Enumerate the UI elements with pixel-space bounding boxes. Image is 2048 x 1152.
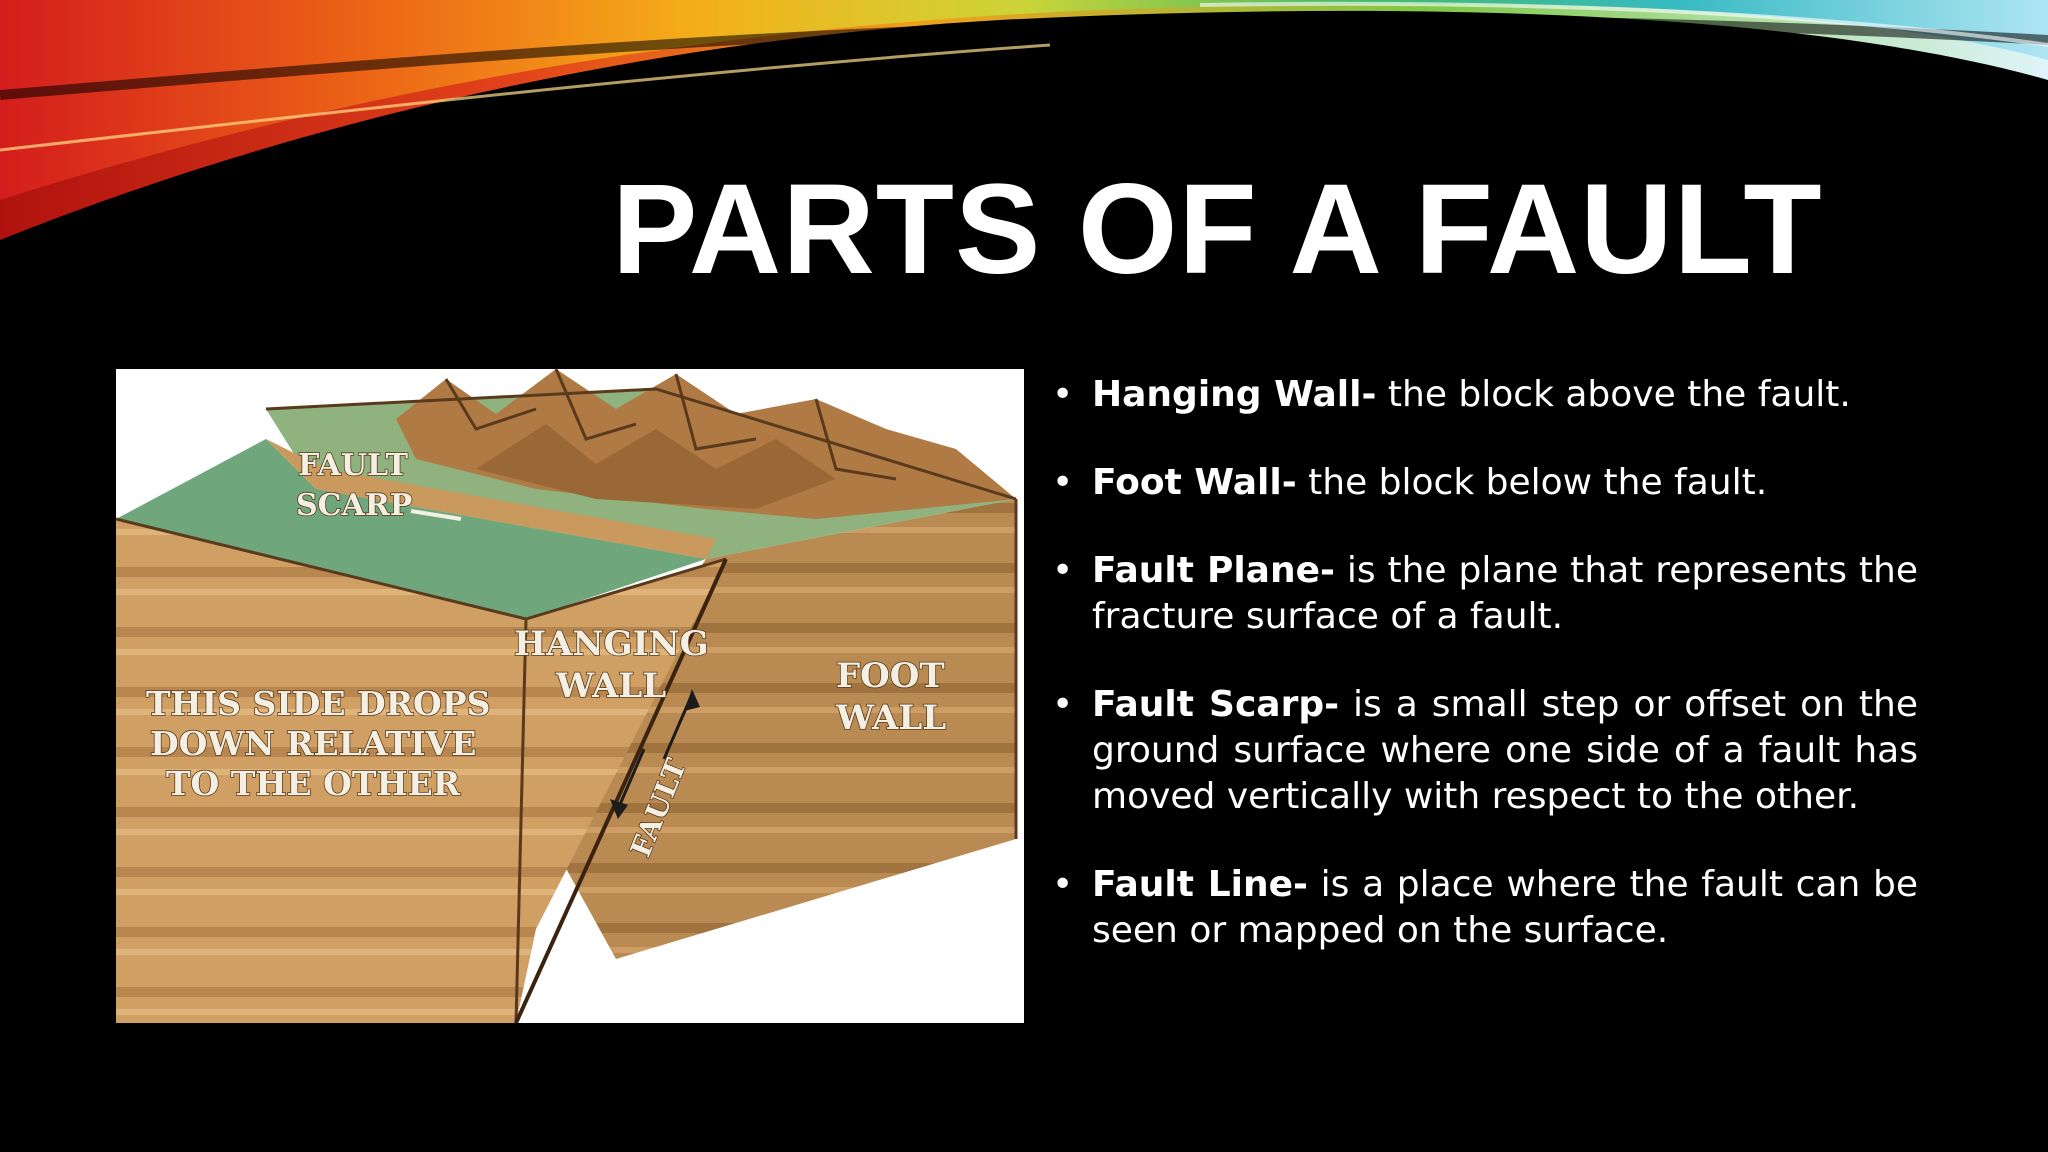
slide-title: PARTS OF A FAULT [612, 158, 1823, 301]
term-definition: is a place where the fault can be seen o… [1092, 864, 1918, 951]
bullet-icon: • [1052, 550, 1074, 591]
label-hanging-wall-line2: WALL [555, 666, 666, 706]
fault-scarp-pointer [410, 509, 462, 521]
term-definition: the block below the fault. [1296, 462, 1768, 503]
list-item: • Fault Scarp- is a small step or offset … [1052, 682, 1918, 820]
label-drop-line2: DOWN RELATIVE [150, 724, 476, 763]
list-item: • Hanging Wall- the block above the fault… [1052, 372, 1918, 418]
hanging-wall-block [116, 439, 727, 1023]
list-item: • Foot Wall- the block below the fault. [1052, 460, 1918, 506]
rainbow-swoosh-decoration [0, 0, 2048, 240]
term-label: Hanging Wall- [1092, 374, 1377, 415]
label-foot-wall-line1: FOOT [836, 656, 945, 696]
label-drop-line1: THIS SIDE DROPS [146, 684, 490, 723]
label-foot-wall-line2: WALL [835, 698, 946, 738]
label-hanging-wall-line1: HANGING [514, 624, 709, 664]
foot-wall-block [265, 369, 1018, 959]
term-definition: the block above the fault. [1376, 374, 1851, 415]
label-fault-scarp-line1: FAULT [298, 448, 409, 483]
bullet-icon: • [1052, 864, 1074, 905]
bullet-icon: • [1052, 684, 1074, 725]
fault-block-diagram: FAULT SCARP HANGING WALL FOOT WALL THIS … [116, 369, 1024, 1023]
term-label: Fault Scarp- [1092, 684, 1340, 725]
fault-motion-arrows-icon [610, 689, 700, 819]
term-label: Foot Wall- [1092, 462, 1297, 503]
definition-list: • Hanging Wall- the block above the fault… [1052, 372, 1918, 996]
term-definition: is a small step or offset on the ground … [1092, 684, 1918, 817]
bullet-icon: • [1052, 374, 1074, 415]
term-label: Fault Plane- [1092, 550, 1335, 591]
list-item: • Fault Line- is a place where the fault … [1052, 862, 1918, 954]
term-label: Fault Line- [1092, 864, 1308, 905]
label-fault-scarp-line2: SCARP [296, 488, 412, 523]
label-drop-line3: TO THE OTHER [166, 764, 461, 803]
bullet-icon: • [1052, 462, 1074, 503]
fault-plane-line [514, 558, 728, 1023]
list-item: • Fault Plane- is the plane that represen… [1052, 548, 1918, 640]
term-definition: is the plane that represents the fractur… [1092, 550, 1918, 637]
